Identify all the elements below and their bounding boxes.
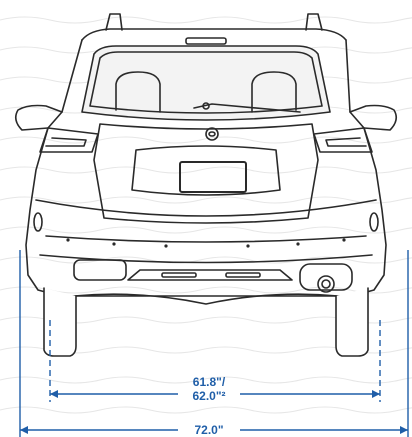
- roof-line: [81, 28, 347, 41]
- exhaust-tip: [317, 275, 335, 293]
- headrest-right: [251, 71, 297, 113]
- arrowhead-track-left: [50, 390, 58, 398]
- reflector-left: [33, 212, 43, 232]
- tail-light-right-inner: [325, 137, 367, 147]
- license-plate: [179, 161, 247, 193]
- track-rear-label: 62.0"²: [192, 389, 225, 403]
- dimension-arrows: [20, 390, 408, 434]
- diffuser-slot-left: [161, 272, 197, 278]
- exhaust-surround: [299, 263, 353, 291]
- dimension-lines: [19, 250, 409, 437]
- wiper-pivot: [202, 102, 210, 110]
- tail-light-left: [39, 127, 99, 153]
- diffuser-left: [73, 259, 127, 281]
- bumper-lower: [39, 254, 373, 264]
- vehicle-outline: [14, 13, 398, 357]
- bumper-sensors: [66, 238, 346, 248]
- bumper-line: [45, 235, 367, 243]
- license-plate-recess: [131, 145, 281, 196]
- wheel-left: [43, 287, 77, 357]
- third-brake-light: [185, 37, 227, 45]
- side-mirror-right: [349, 104, 398, 131]
- liftgate: [93, 123, 319, 224]
- rear-wiper: [193, 103, 301, 113]
- arrowhead-width-right: [400, 426, 408, 434]
- roof-rail-right: [305, 13, 323, 31]
- body-outline: [25, 39, 387, 297]
- tail-light-right: [313, 127, 373, 153]
- diffuser-slot-right: [225, 272, 261, 278]
- underbody: [73, 293, 339, 305]
- bumper-top: [35, 199, 377, 217]
- headrest-left: [115, 71, 161, 113]
- overall-width-label: 72.0": [194, 423, 223, 437]
- tail-light-left-inner: [45, 137, 87, 147]
- rear-window: [81, 45, 331, 121]
- reflector-right: [369, 212, 379, 232]
- emblem-inner: [208, 131, 216, 137]
- side-mirror-left: [14, 104, 63, 131]
- brand-emblem: [205, 127, 219, 141]
- track-front-label: 61.8"/: [193, 375, 226, 389]
- exhaust-tip-inner: [321, 279, 331, 289]
- arrowhead-width-left: [20, 426, 28, 434]
- diffuser-center: [127, 269, 293, 281]
- wheel-right: [335, 287, 369, 357]
- roof-rail-left: [105, 13, 123, 31]
- arrowhead-track-right: [372, 390, 380, 398]
